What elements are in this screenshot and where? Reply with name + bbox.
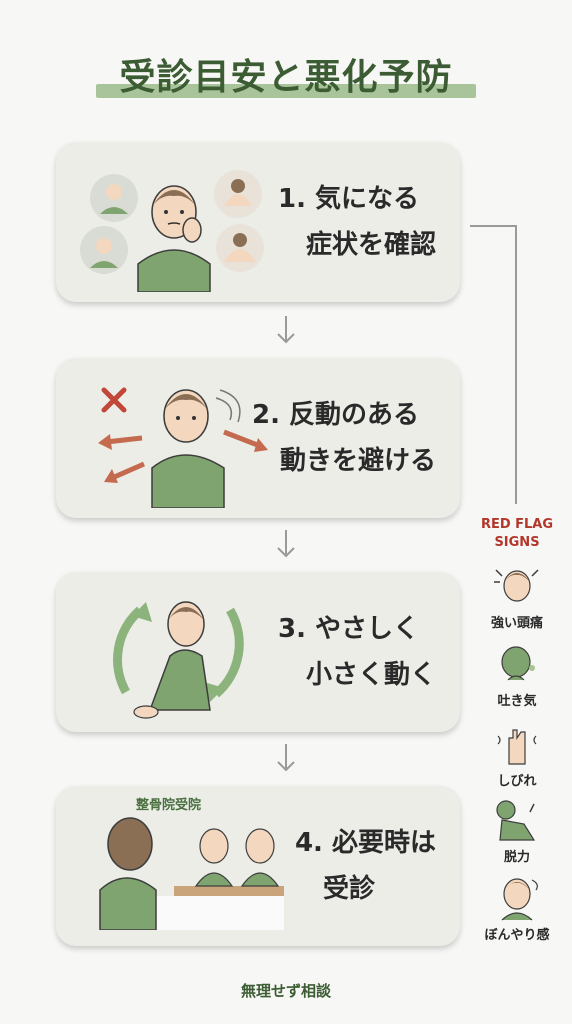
down-arrow-icon bbox=[277, 744, 295, 772]
step-4-subtitle: 受診 bbox=[322, 874, 375, 904]
step-4-title: 4. 必要時は bbox=[294, 828, 436, 858]
weakness-icon bbox=[496, 800, 536, 841]
gentle-movement-illustration bbox=[113, 601, 244, 719]
down-arrow-icon bbox=[277, 530, 295, 558]
down-arrow-icon bbox=[277, 316, 295, 344]
red-flag-label: 強い頭痛 bbox=[490, 616, 543, 631]
step-1-subtitle: 症状を確認 bbox=[305, 230, 436, 260]
step-3-subtitle: 小さく動く bbox=[305, 660, 436, 690]
red-flag-heading: RED FLAG SIGNS bbox=[480, 517, 554, 550]
red-flag-numbness: しびれ bbox=[470, 722, 564, 789]
dizzy-icon bbox=[501, 878, 538, 921]
red-flag-headache: 強い頭痛 bbox=[470, 564, 564, 631]
clinic-sign: 整骨院受院 bbox=[136, 798, 202, 813]
title-underline bbox=[96, 84, 476, 98]
numb-hand-icon bbox=[497, 729, 537, 765]
step-2-text: 2. 反動のある 動きを避ける bbox=[252, 358, 436, 518]
step-2-title: 2. 反動のある bbox=[251, 400, 420, 430]
headache-icon bbox=[494, 569, 539, 602]
red-flag-weakness: 脱力 bbox=[470, 798, 564, 865]
step-card-2: 2. 反動のある 動きを避ける bbox=[56, 358, 460, 518]
step-card-3: 3. やさしく 小さく動く bbox=[56, 572, 460, 732]
clinic-visit-illustration bbox=[99, 817, 284, 930]
step-3-title: 3. やさしく bbox=[277, 614, 420, 644]
step-1-text: 1. 気になる 症状を確認 bbox=[278, 142, 436, 302]
footer-note: 無理せず相談 bbox=[240, 982, 331, 1000]
title-block: 受診目安と悪化予防 bbox=[0, 38, 572, 108]
red-flag-nausea: 吐き気 bbox=[470, 642, 564, 709]
page-title: 受診目安と悪化予防 bbox=[119, 57, 453, 98]
red-flag-label: ぼんやり感 bbox=[484, 928, 550, 943]
step-card-1: 1. 気になる 症状を確認 bbox=[56, 142, 460, 302]
step-4-text: 4. 必要時は 受診 bbox=[295, 786, 436, 946]
red-flag-label: 脱力 bbox=[503, 850, 530, 865]
step-card-4: 整骨院受院 4. 必要時は 受診 bbox=[56, 786, 460, 946]
nausea-icon bbox=[501, 646, 535, 681]
red-flag-label: 吐き気 bbox=[497, 694, 537, 709]
step-3-text: 3. やさしく 小さく動く bbox=[278, 572, 436, 732]
avoid-jerk-illustration bbox=[98, 387, 268, 508]
red-flag-dizziness: ぼんやり感 bbox=[470, 874, 564, 943]
check-symptoms-illustration bbox=[80, 170, 264, 292]
step-2-subtitle: 動きを避ける bbox=[279, 446, 436, 476]
red-flag-label: しびれ bbox=[497, 774, 537, 789]
step-1-title: 1. 気になる bbox=[277, 184, 420, 214]
